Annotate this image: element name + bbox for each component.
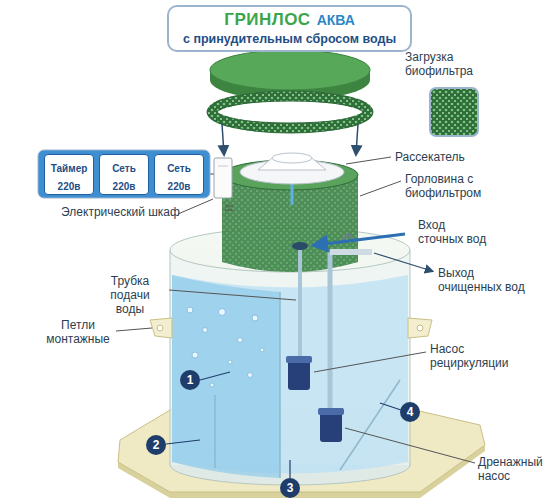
gasket-edge <box>207 91 373 133</box>
mounting-hole <box>417 325 423 331</box>
part-label: Горловина с биофильтром <box>405 172 515 200</box>
box-detail <box>218 166 228 167</box>
part-label: Выход очищенных вод <box>438 266 528 294</box>
brand-suffix: АКВА <box>317 12 355 28</box>
socket-label: Сеть 220в <box>167 163 191 192</box>
leader-line <box>116 328 152 331</box>
partition <box>214 395 216 468</box>
bubble <box>219 309 226 316</box>
text-row: с принудительным сбросом воды <box>183 30 396 47</box>
socket-cell: Таймер 220в <box>44 154 94 195</box>
partition <box>340 380 400 470</box>
tank-wall <box>410 250 411 465</box>
biofilter-sample <box>430 88 478 136</box>
lid <box>210 50 370 90</box>
part-label: Вход сточных вод <box>418 218 490 246</box>
text-row: Сеть 220в <box>158 158 200 194</box>
mounting-hole <box>157 325 163 331</box>
water-chamber <box>172 275 280 478</box>
recirculation-pump <box>288 360 310 390</box>
callout-leader <box>200 372 230 380</box>
part-label: Рассекатель <box>395 150 495 164</box>
subtitle: с принудительным сбросом воды <box>183 32 396 46</box>
text-row: ГРИНЛОС АКВА <box>183 10 396 30</box>
text-row: Таймер 220в <box>48 158 90 194</box>
leader-line <box>169 290 296 300</box>
part-label: Трубка подачи воды <box>95 274 165 316</box>
leader-line <box>360 181 401 196</box>
text-row: Сеть 220в <box>103 158 145 194</box>
bubble <box>252 315 258 321</box>
socket-label: Таймер 220в <box>51 163 88 192</box>
leader-line <box>314 352 426 372</box>
distributor-top <box>272 153 312 163</box>
brand-name: ГРИНЛОС <box>224 10 310 29</box>
bubble <box>260 348 264 352</box>
feed-tube <box>298 250 302 358</box>
gasket-edge <box>217 101 363 123</box>
callout-leader <box>289 460 290 478</box>
title-box: ГРИНЛОС АКВА с принудительным сбросом воды <box>167 5 412 52</box>
bubble <box>210 383 214 387</box>
inlet-arrow <box>316 234 405 245</box>
socket-cell: Сеть 220в <box>154 154 204 195</box>
callout-leader <box>166 440 200 444</box>
outlet-pipe <box>330 249 372 255</box>
callout-leader <box>380 403 401 410</box>
mounting-loop <box>150 318 172 338</box>
pump-cap <box>318 408 344 415</box>
assembly-arrow <box>222 124 224 154</box>
bubble <box>192 352 198 358</box>
drain-pump <box>320 412 342 442</box>
bubble <box>238 338 243 343</box>
part-label: Петли монтажные <box>38 318 118 346</box>
leader-line <box>345 428 475 463</box>
socket-label: Сеть 220в <box>112 163 136 192</box>
leader-line <box>178 199 213 214</box>
part-label: Насос рециркуляции <box>430 342 540 370</box>
part-label: Электрический шкаф <box>58 205 183 219</box>
callout-number: 3 <box>280 478 300 498</box>
mounting-loop <box>408 318 432 338</box>
box-mount <box>225 206 233 207</box>
bubble <box>228 360 232 364</box>
pump-cap <box>286 356 312 363</box>
callout-number: 1 <box>180 370 200 390</box>
electric-box <box>214 158 232 198</box>
bubble <box>248 373 253 378</box>
leaders <box>116 157 475 463</box>
gasket-ring <box>212 96 368 128</box>
socket-cell: Сеть 220в <box>99 154 149 195</box>
part-label: Загрузка биофильтра <box>405 50 500 78</box>
callout-number: 2 <box>146 435 166 455</box>
box-mount <box>225 210 233 211</box>
part-label: Дренажный насос <box>478 455 558 483</box>
outlet-arrow <box>374 253 432 271</box>
leader-line <box>346 157 391 164</box>
callout-number: 4 <box>400 402 420 422</box>
callout-leaders <box>166 372 401 478</box>
drain-pipe <box>328 252 333 410</box>
tank-wall <box>170 250 171 465</box>
bubble <box>187 307 193 313</box>
partition <box>279 292 281 478</box>
inlet-opening <box>292 242 308 250</box>
electric-panel <box>38 150 210 198</box>
panel-link <box>210 173 214 175</box>
bubble <box>203 328 208 333</box>
assembly-arrow <box>356 124 358 154</box>
